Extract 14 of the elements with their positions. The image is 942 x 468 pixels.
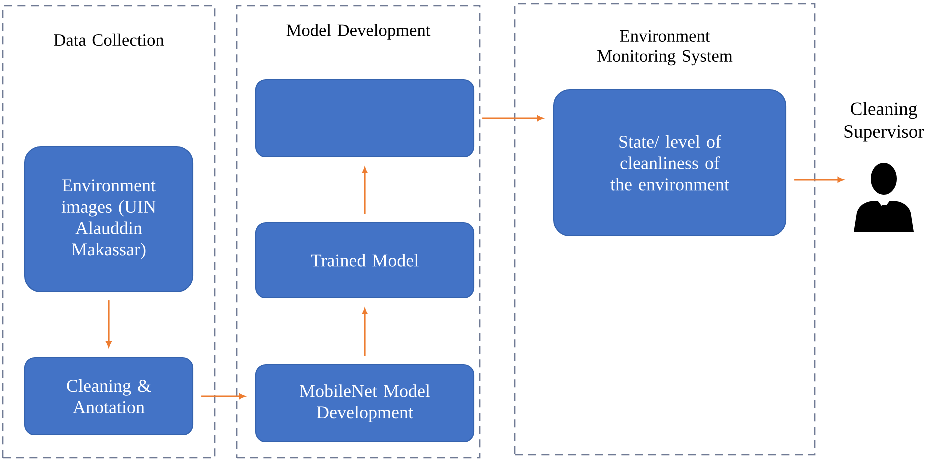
process-box: Cleaning & Anotation xyxy=(24,357,194,436)
person-drawing xyxy=(854,163,914,232)
process-box: Environment images (UIN Alauddin Makassar) xyxy=(24,146,194,293)
arrow xyxy=(794,177,844,183)
arrow xyxy=(202,394,246,400)
arrow xyxy=(482,116,544,122)
process-box xyxy=(255,79,475,158)
arrow xyxy=(362,308,368,356)
process-box: Trained Model xyxy=(255,222,475,299)
person-label: Cleaning Supervisor xyxy=(844,102,924,142)
arrow xyxy=(106,300,112,348)
arrow xyxy=(362,168,368,214)
process-box: MobileNet Model Development xyxy=(255,364,475,443)
process-box: State/ level of cleanliness of the environment xyxy=(553,89,787,237)
